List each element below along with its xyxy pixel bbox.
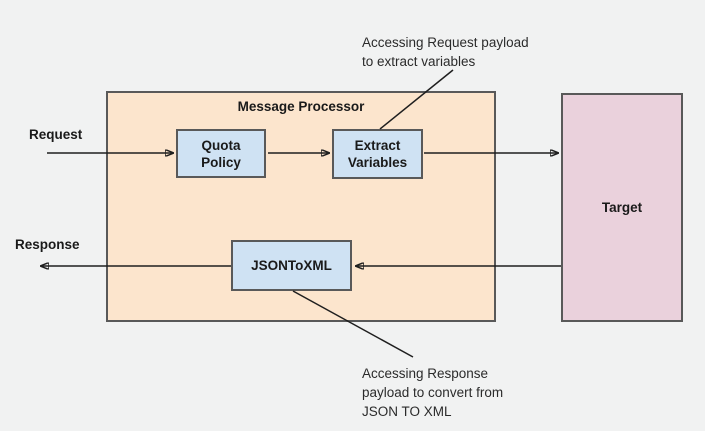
annotation-line: Accessing Request payload xyxy=(362,35,529,50)
annotation-line: payload to convert from xyxy=(362,385,504,400)
extract-variables-node: Extract Variables xyxy=(332,129,423,179)
response-flow-label: Response xyxy=(15,237,80,252)
annotation-line: to extract variables xyxy=(362,54,476,69)
quota-policy-node: Quota Policy xyxy=(176,129,266,178)
quota-policy-label: Quota Policy xyxy=(201,137,241,170)
jsontoxml-label: JSONToXML xyxy=(251,258,332,273)
target-node: Target xyxy=(561,93,683,322)
target-label: Target xyxy=(601,200,643,215)
response-payload-annotation: Accessing Response payload to convert fr… xyxy=(362,364,503,421)
request-payload-annotation: Accessing Request payload to extract var… xyxy=(362,33,529,71)
extract-variables-label: Extract Variables xyxy=(347,138,408,170)
request-flow-label: Request xyxy=(29,127,83,142)
message-processor-title: Message Processor xyxy=(237,99,365,114)
annotation-line: Accessing Response xyxy=(362,366,489,381)
jsontoxml-node: JSONToXML xyxy=(231,240,352,291)
annotation-line: JSON TO XML xyxy=(362,404,452,419)
